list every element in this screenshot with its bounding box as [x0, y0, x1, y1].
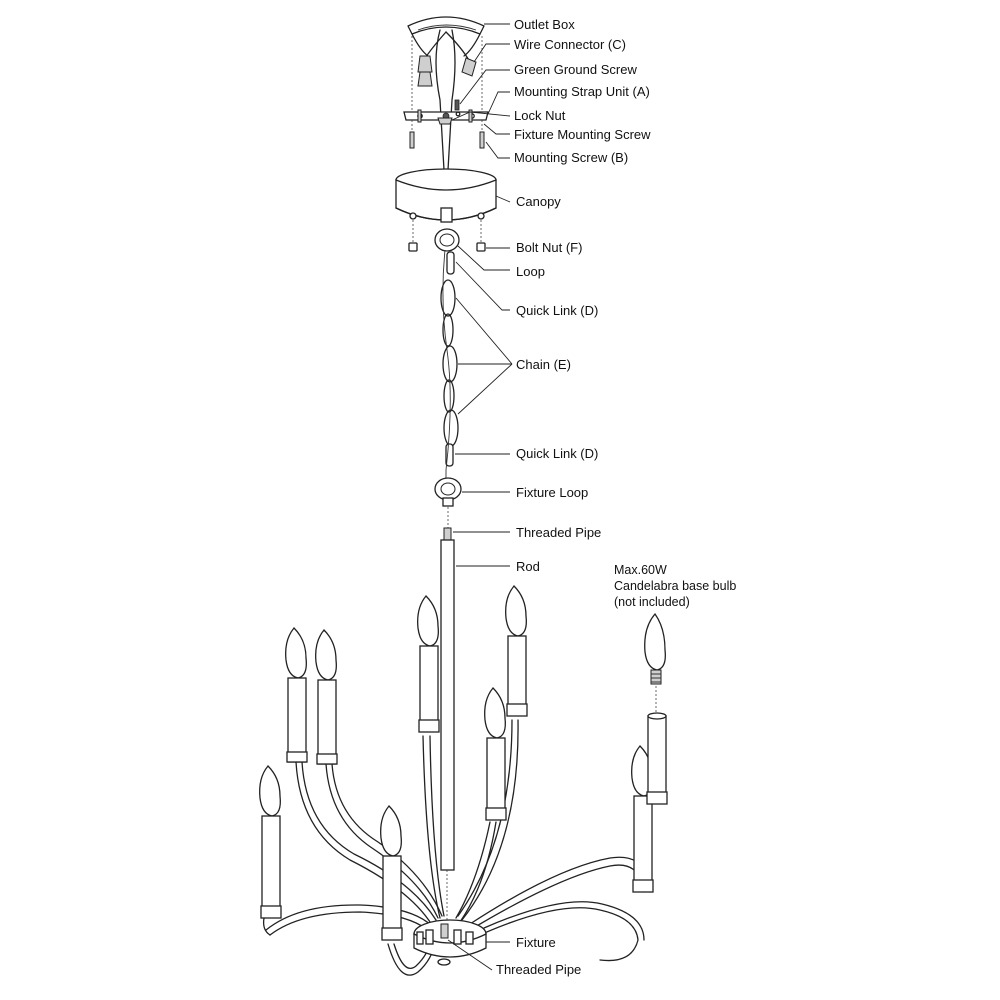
label-outlet-box: Outlet Box	[514, 17, 575, 32]
label-lock-nut: Lock Nut	[514, 108, 566, 123]
candle-4	[380, 805, 403, 941]
label-bolt-nut: Bolt Nut (F)	[516, 240, 583, 255]
label-bulb-wattage: Max.60W	[614, 563, 667, 577]
label-fixture: Fixture	[516, 935, 556, 950]
canopy	[395, 168, 497, 223]
label-wire-connector: Wire Connector (C)	[514, 37, 626, 52]
candle-2	[315, 629, 338, 765]
label-chain: Chain (E)	[516, 357, 571, 372]
rod	[440, 539, 455, 871]
label-bulb-type: Candelabra base bulb	[614, 579, 737, 593]
candle-3	[259, 765, 282, 936]
label-green-ground-screw: Green Ground Screw	[514, 62, 637, 77]
fixture-mounting-screws	[417, 109, 473, 123]
candle-1	[285, 627, 308, 763]
fixture-loop	[434, 477, 462, 507]
leader-lines	[447, 23, 513, 971]
wire-connector-right	[461, 57, 477, 77]
fixture-hub	[413, 919, 487, 966]
label-quick-link-bottom: Quick Link (D)	[516, 446, 599, 461]
candle-8	[631, 745, 654, 893]
label-quick-link-top: Quick Link (D)	[516, 303, 599, 318]
candelabra-bulb	[644, 612, 666, 714]
label-threaded-pipe-top: Threaded Pipe	[516, 525, 602, 540]
mounting-screws	[409, 120, 485, 149]
bolt-nuts	[408, 220, 486, 252]
candle-5	[417, 595, 440, 733]
label-mounting-strap: Mounting Strap Unit (A)	[514, 84, 650, 99]
candle-7	[484, 687, 507, 821]
loop	[434, 228, 460, 252]
candle-6	[505, 585, 528, 717]
candle-9	[646, 712, 668, 805]
outlet-box	[407, 16, 485, 57]
threaded-pipe-top	[443, 527, 452, 541]
wire-connector-left	[417, 55, 433, 87]
label-loop: Loop	[516, 264, 545, 279]
arms	[265, 719, 651, 976]
label-mounting-screw: Mounting Screw (B)	[514, 150, 629, 165]
label-rod: Rod	[516, 559, 540, 574]
label-fixture-loop: Fixture Loop	[516, 485, 589, 500]
label-fixture-mounting-screw: Fixture Mounting Screw	[514, 127, 651, 142]
label-threaded-pipe-bottom: Threaded Pipe	[496, 962, 582, 977]
label-canopy: Canopy	[516, 194, 561, 209]
lock-nut	[437, 117, 453, 125]
label-bulb-not-included: (not included)	[614, 595, 690, 609]
green-ground-screw	[454, 99, 460, 111]
